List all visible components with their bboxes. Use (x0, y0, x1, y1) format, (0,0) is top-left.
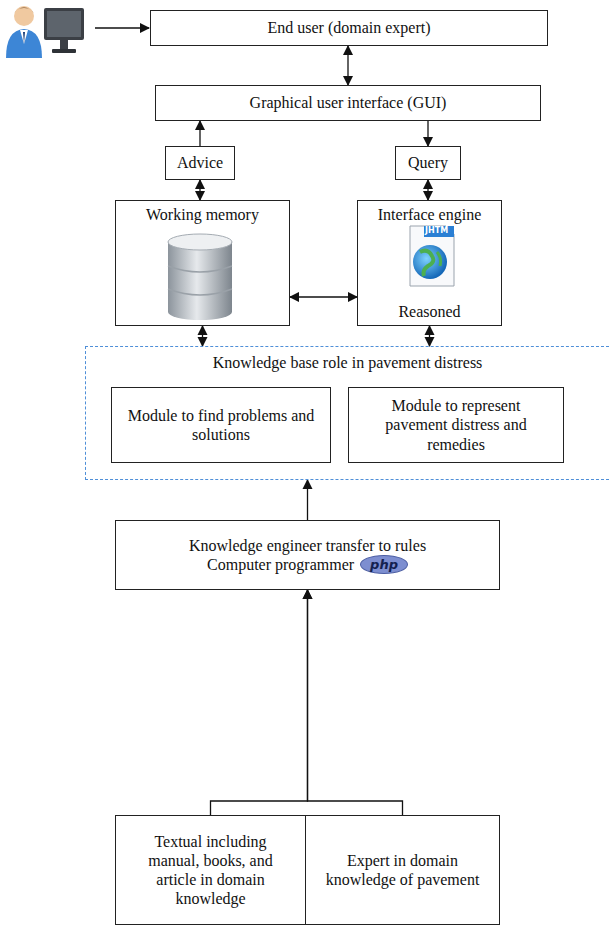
box-title: End user (domain expert) (267, 18, 430, 37)
process-box: Knowledge engineer transfer to rulesComp… (115, 520, 500, 590)
web-document-icon (410, 226, 454, 286)
process-box: Module to find problems and solutions (111, 387, 331, 463)
php-logo: php (360, 555, 408, 574)
connector-arrow (307, 480, 308, 520)
icon-badge: JHTM (425, 226, 448, 236)
process-box: Textual including manual, books, and art… (115, 815, 306, 925)
connector-arrow (199, 180, 200, 200)
box-subtitle: Reasoned (398, 302, 460, 321)
box-title: Query (408, 153, 448, 172)
process-box: End user (domain expert) (150, 10, 548, 46)
connector-arrow (199, 121, 200, 146)
group-region: Knowledge base role in pavement distress… (85, 346, 609, 480)
process-box: Graphical user interface (GUI) (155, 85, 541, 121)
process-box: Advice (165, 146, 235, 180)
process-box: Query (395, 146, 461, 180)
process-box: Working memory (115, 200, 290, 326)
box-title: Graphical user interface (GUI) (250, 93, 447, 112)
box-title: Knowledge engineer transfer to rules (124, 536, 491, 555)
box-title: Working memory (146, 205, 259, 224)
box-title: Interface engine (378, 205, 481, 224)
connector-arrow (347, 46, 348, 85)
process-box: Interface engineReasoned (357, 200, 502, 326)
box-title: Advice (177, 153, 223, 172)
process-box: Module to represent pavement distress an… (348, 387, 564, 463)
connector-arrow (427, 180, 428, 200)
box-title: Expert in domain knowledge of pavement (320, 851, 485, 889)
process-box: Expert in domain knowledge of pavement (305, 815, 500, 925)
box-title: Knowledge base role in pavement distress (213, 353, 483, 372)
box-title: Module to find problems and solutions (126, 406, 316, 444)
box-title: Module to represent pavement distress an… (361, 396, 551, 454)
box-title: Textual including manual, books, and art… (128, 832, 293, 909)
connector-arrow (202, 326, 203, 346)
connector-arrow (427, 121, 428, 146)
user-arrow (95, 27, 149, 28)
connector-arrow (308, 590, 403, 815)
connector-arrow (429, 326, 430, 346)
user-icon (6, 6, 84, 58)
connector-arrow (290, 296, 357, 297)
connector-arrow (211, 590, 308, 815)
box-subtitle: Computer programmer (207, 555, 354, 574)
database-icon (168, 234, 232, 320)
